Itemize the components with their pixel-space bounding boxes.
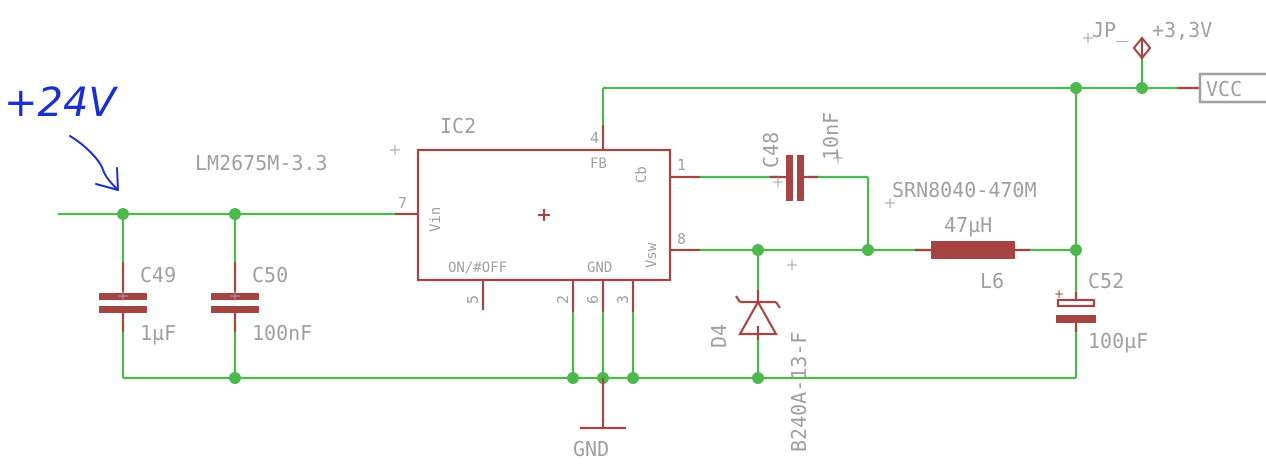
ground-symbol[interactable]: GND [573, 378, 626, 461]
pin-label-vin: Vin [428, 207, 444, 232]
supply-value: +3,3V [1152, 18, 1212, 42]
c49-value: 1µF [140, 321, 176, 345]
gnd-label: GND [573, 437, 609, 461]
junction-dot [229, 372, 241, 384]
ic-name: IC2 [440, 114, 476, 138]
capacitor-c48[interactable]: C48 10nF [759, 112, 843, 201]
d4-name: D4 [707, 324, 731, 348]
handwritten-annotation: +24V [4, 80, 119, 191]
handwritten-note: +24V [4, 80, 118, 126]
pin-number-gnd-c: 3 [614, 295, 632, 304]
c52-name: C52 [1088, 269, 1124, 293]
l6-value: 47µH [944, 213, 992, 237]
junction-dot [752, 244, 764, 256]
vcc-port[interactable]: VCC [1178, 72, 1266, 104]
junction-dot [117, 208, 129, 220]
pin-number-cb: 1 [677, 156, 686, 174]
junction-dot [862, 244, 874, 256]
c48-name: C48 [759, 132, 783, 168]
pin-label-vsw: Vsw [644, 242, 660, 268]
junction-dot [229, 208, 241, 220]
pin-label-onoff: ON/#OFF [448, 260, 507, 276]
diode-d4[interactable]: D4 B240A-13-F [707, 260, 811, 452]
l6-name: L6 [980, 269, 1004, 293]
ic-value: LM2675M-3.3 [195, 151, 327, 175]
supply-symbol[interactable]: JP_ +3,3V [1083, 18, 1212, 60]
capacitor-c49[interactable]: C49 1µF [99, 262, 176, 345]
pin-number-vsw: 8 [677, 230, 686, 248]
vcc-label: VCC [1206, 77, 1242, 101]
d4-value: B240A-13-F [787, 332, 811, 452]
c52-plus-sign: + [1054, 287, 1064, 301]
junction-dot [1070, 82, 1082, 94]
supply-name: JP_ [1092, 18, 1129, 42]
junction-dot [567, 372, 579, 384]
junction-dot [1070, 244, 1082, 256]
c48-value: 10nF [819, 112, 843, 160]
handwritten-arrow [69, 135, 119, 191]
pin-number-gnd-b: 6 [584, 295, 602, 304]
pin-number-gnd-a: 2 [554, 295, 572, 304]
c50-value: 100nF [252, 321, 312, 345]
pin-number-onoff: 5 [464, 295, 482, 304]
junction-dot [752, 372, 764, 384]
c52-value: 100µF [1088, 329, 1148, 353]
l6-part: SRN8040-470M [892, 178, 1037, 202]
c50-name: C50 [252, 263, 288, 287]
wires [58, 58, 1200, 380]
c49-name: C49 [140, 263, 176, 287]
pin-label-fb: FB [590, 156, 607, 172]
pin-label-cb: Cb [634, 166, 650, 183]
pin-number-fb: 4 [590, 129, 599, 147]
junctions [117, 82, 1148, 384]
inductor-l6[interactable]: SRN8040-470M 47µH L6 [885, 178, 1037, 293]
pin-label-gnd: GND [587, 260, 612, 276]
junction-dot [627, 372, 639, 384]
capacitor-c52[interactable]: + C52 100µF [1054, 269, 1148, 353]
capacitor-c50[interactable]: C50 100nF [211, 262, 312, 345]
ic2[interactable]: IC2 LM2675M-3.3 FB Cb Vin Vsw ON/#OFF GN… [195, 114, 700, 312]
junction-dot [1136, 82, 1148, 94]
ic-value-origin-cross [390, 145, 400, 155]
pin-number-vin: 7 [398, 194, 407, 212]
